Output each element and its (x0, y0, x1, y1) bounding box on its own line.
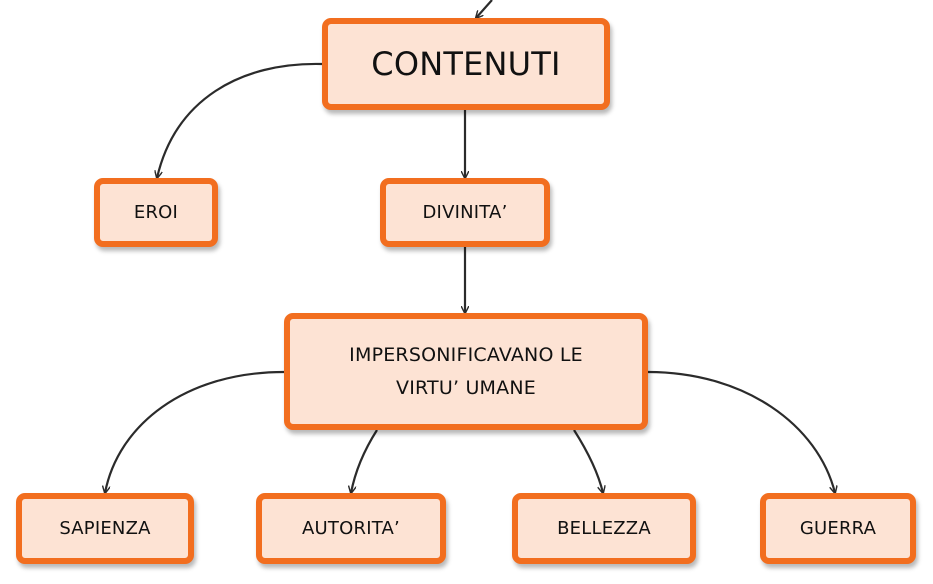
node-eroi-label: EROI (133, 202, 179, 223)
node-bellezza[interactable]: BELLEZZA (512, 493, 696, 564)
node-impersonificavano[interactable]: IMPERSONIFICAVANO LE VIRTU’ UMANE (284, 313, 648, 430)
node-bellezza-label: BELLEZZA (557, 518, 651, 539)
node-sapienza-label: SAPIENZA (59, 518, 151, 539)
node-contenuti-label: CONTENUTI (371, 45, 561, 83)
node-guerra-label: GUERRA (799, 518, 877, 539)
node-divinita[interactable]: DIVINITA’ (380, 178, 550, 247)
edge-contenuti-eroi (157, 62, 323, 178)
edge-impersonificavano-guerra (647, 370, 835, 493)
node-eroi[interactable]: EROI (94, 178, 218, 247)
node-contenuti[interactable]: CONTENUTI (322, 18, 610, 110)
node-autorita-label: AUTORITA’ (302, 518, 400, 539)
node-sapienza[interactable]: SAPIENZA (16, 493, 194, 564)
node-divinita-label: DIVINITA’ (422, 202, 508, 223)
edge-incoming-top (476, 0, 493, 18)
node-impersonificavano-label: IMPERSONIFICAVANO LE VIRTU’ UMANE (349, 344, 583, 399)
node-autorita[interactable]: AUTORITA’ (256, 493, 446, 564)
edge-impersonificavano-sapienza (105, 370, 285, 493)
edge-impersonificavano-autorita (351, 429, 378, 493)
edge-impersonificavano-bellezza (573, 429, 603, 493)
node-guerra[interactable]: GUERRA (760, 493, 916, 564)
